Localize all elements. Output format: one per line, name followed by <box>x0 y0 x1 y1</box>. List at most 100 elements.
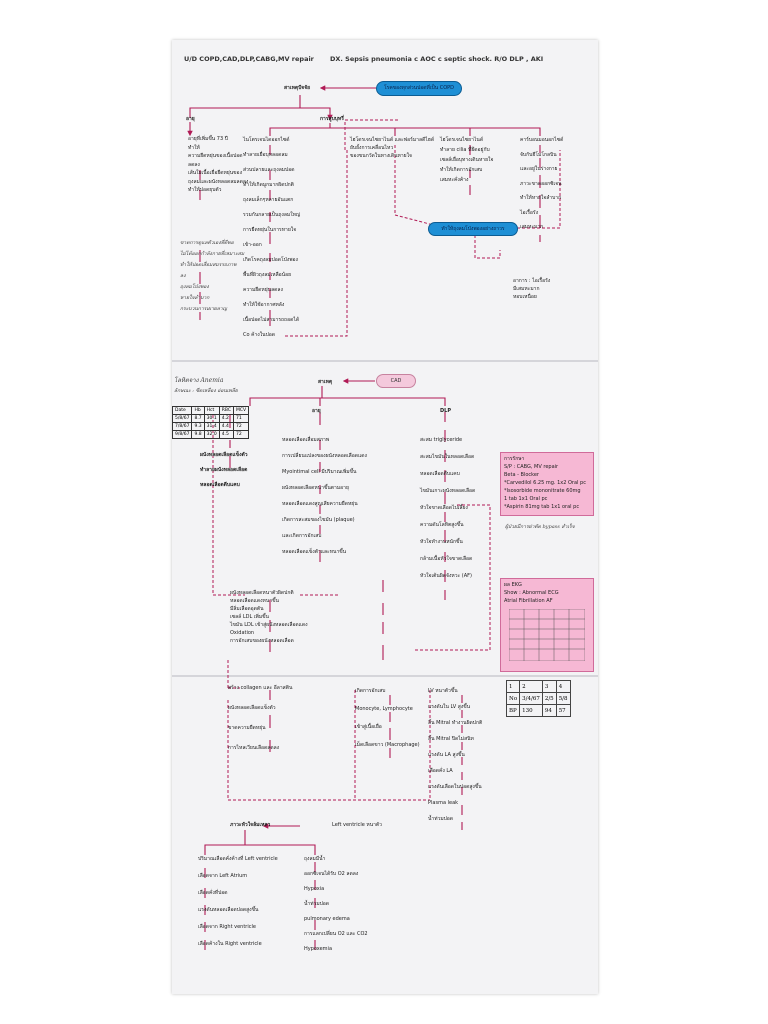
hw-cell: 2 <box>519 680 543 693</box>
symptom-line: อาการ : ไอเรื้อรัง <box>513 278 551 284</box>
handwritten-note: ขาดการดูแลตัวเองที่ดีพอ <box>180 240 234 246</box>
paper-fold <box>172 360 598 362</box>
flow-node: ทำลายเยื่อบุหลอดลม <box>243 152 288 158</box>
lab-cell: 7/8/67 <box>171 422 193 431</box>
hw-cell: 3 <box>541 680 557 693</box>
cad-pill: CAD <box>376 374 416 388</box>
flow-node: การอักเสบของผนังหลอดเลือด <box>230 638 294 644</box>
lab-header: MCV <box>232 406 250 415</box>
flow-node: เข้าสู่เนื้อเยื่อ <box>355 724 382 730</box>
flow-node: เลือดคั่งที่ปอด <box>198 890 228 896</box>
hw-cell: 3/4/67 <box>519 692 543 705</box>
flow-node: แรงดันหลอดเลือดปอดสูงขึ้น <box>198 907 259 913</box>
flow-node: ขาดความยืดหยุ่น <box>228 725 266 731</box>
flow-node: หลอดเลือดแดงหนาขึ้น <box>230 598 279 604</box>
ekg-grid <box>509 609 585 661</box>
flow-node: เลือดจาก Left Atrium <box>198 873 248 879</box>
root-pill-copd: โรคของทุกส่วนปอดที่เป็น COPD <box>376 81 462 96</box>
flow-node: น้ำท่วมปอด <box>428 816 454 822</box>
hw-cell: 130 <box>519 704 543 717</box>
flow-node: พื้นที่ผิวถุงลมเหลือน้อย <box>243 272 291 278</box>
hw-cell: 4 <box>555 680 571 693</box>
lab-cell: 9.8 <box>191 430 205 439</box>
handwritten-note: ไม่ได้ออกกำลังกายที่เหมาะสม <box>180 251 245 257</box>
flow-node: เสมหะคั่งค้าง <box>440 177 469 183</box>
flow-node: ไขมันเกาะผนังหลอดเลือด <box>420 488 476 494</box>
flow-node: Co ค้างในปอด <box>243 332 276 338</box>
flow-node: ไฮโดรเจนไซยาไนด์ และฟอร์มาลดีไฮด์ <box>350 137 435 143</box>
flow-node: Plasma leak <box>428 800 459 806</box>
lab-header: Hct <box>203 406 220 415</box>
symptom-line: มีเสมหะมาก <box>513 286 540 292</box>
flow-node: เลือดจาก Right ventricle <box>198 924 256 930</box>
flow-node: สะสม triglyceride <box>420 437 463 443</box>
flow-node: แรงดัน LA สูงขึ้น <box>428 752 465 758</box>
hw-cell: 57 <box>555 704 571 717</box>
flow-node: ทำให้หายใจลำบาก <box>520 195 562 201</box>
hw-cell: 94 <box>541 704 557 717</box>
note-line: Beta - Blocker <box>504 472 539 478</box>
flow-node: รวมกันกลายเป็นถุงลมใหญ่ <box>243 212 301 218</box>
heart-failure-label: ภาวะหัวใจล้มเหลว <box>230 822 271 828</box>
hw-cell: 1 <box>505 680 521 693</box>
lv-hypertrophy-label: Left ventricle หนาตัว <box>332 822 382 828</box>
flow-node: ปริมาณเลือดคั่งค้างที่ Left ventricle <box>198 856 278 862</box>
flow-node: หลอดเลือดแข็งตัวและหนาขึ้น <box>282 549 347 555</box>
flow-node: ทำให้ <box>188 144 200 151</box>
flow-node: ผนังหลอดเลือดแข็งตัว <box>228 705 276 711</box>
top-branch-age: อายุ <box>186 116 195 122</box>
lab-header: RBC <box>218 406 234 415</box>
flow-node: หลอดเลือดแดงสูญเสียความยืดหยุ่น <box>282 501 358 507</box>
mid-branch-dlp: DLP <box>440 408 452 414</box>
lab-cell: 8.7 <box>191 414 205 423</box>
lab-header: Date <box>171 406 193 415</box>
note-line: *Carvedilol 6.25 mg. 1x2 Oral pc <box>504 480 586 486</box>
hw-cell: 2/5 <box>541 692 557 705</box>
anemia-title: โลหิตจาง Anemia <box>174 377 224 384</box>
flow-node: ทำให้ใช้อากาศหลัง <box>243 302 285 308</box>
flow-node: กล้ามเนื้อหัวใจขาดเลือด <box>420 556 473 562</box>
hw-cell: 5/8 <box>555 692 571 705</box>
flow-node: เลือดค้างใน Right ventricle <box>198 941 262 947</box>
lab-cell: 72 <box>232 430 250 439</box>
flow-node: จับกับฮีโมโกลบิน <box>520 151 557 158</box>
flow-node: ไฮโดรเจนไซยาไนด์ <box>440 137 484 143</box>
anemia-feature: ลักษณะ : ซีดเหลือง อ่อนเพลีย <box>174 388 238 394</box>
flow-node: หลอดเลือดตีบแคบ <box>420 471 460 477</box>
flow-node: Myointimal cell มีปริมาณเพิ่มขึ้น <box>282 469 357 475</box>
flow-node: การไหลเวียนเลือดลดลง <box>228 745 280 751</box>
flow-node: ทำให้ปอดยุบตัว <box>188 187 222 193</box>
note-line: ผล EKG <box>504 582 522 588</box>
flow-node: Hypoxia <box>304 886 325 892</box>
flow-node: เซลล์ LDL เพิ่มขึ้น <box>230 614 269 620</box>
flow-node: หลอดเลือดตีบแคบ <box>200 482 240 488</box>
flow-node: หลอดเลือดเสื่อมสภาพ <box>282 437 330 443</box>
header-left: U/D COPD,CAD,DLP,CABG,MV repair <box>184 55 314 63</box>
flow-node: คาร์บอนมอนอกไซด์ <box>520 137 564 143</box>
flow-node: เข้า-ออก <box>243 242 262 248</box>
lab-header: Hb <box>191 406 205 415</box>
lab-cell: 32.0 <box>203 430 220 439</box>
flow-node: ไอเรื้อรัง <box>520 209 539 216</box>
flow-node: ยับยั้งการเคลื่อนไหว <box>350 145 394 151</box>
flow-node: ส่วนปลายและถุงลมปอด <box>243 167 295 173</box>
lab-cell: 30.1 <box>203 414 220 423</box>
flow-node: หัวใจทำงานหนักขึ้น <box>420 539 463 545</box>
flow-node: ไนโตรเจนไดออกไซด์ <box>243 137 290 143</box>
handwritten-note: ลง <box>180 273 186 279</box>
flow-node: เสมหะมาก <box>520 224 544 230</box>
flow-node: LV หนาตัวขึ้น <box>428 688 458 694</box>
emphysema-pill: ทำให้ถุงลมโป่งพองอย่างถาวร <box>428 222 518 236</box>
flow-node: Oxidation <box>230 630 255 636</box>
lab-cell: 4.4 <box>218 422 234 431</box>
note-line: การรักษา <box>504 456 525 462</box>
flow-node: เลือดคั่ง LA <box>428 768 453 774</box>
flow-node: ภาวะขาดออกซิเจน <box>520 180 562 187</box>
flow-node: pulmonary edema <box>304 916 350 922</box>
flow-node: การเปลี่ยนแปลงของผนังหลอดเลือดแดง <box>282 453 367 459</box>
flow-node: ถุงลมและผนังหลอดลมลดลง <box>188 178 249 185</box>
flow-node: และอยู่ในร่างกาย <box>520 166 558 172</box>
